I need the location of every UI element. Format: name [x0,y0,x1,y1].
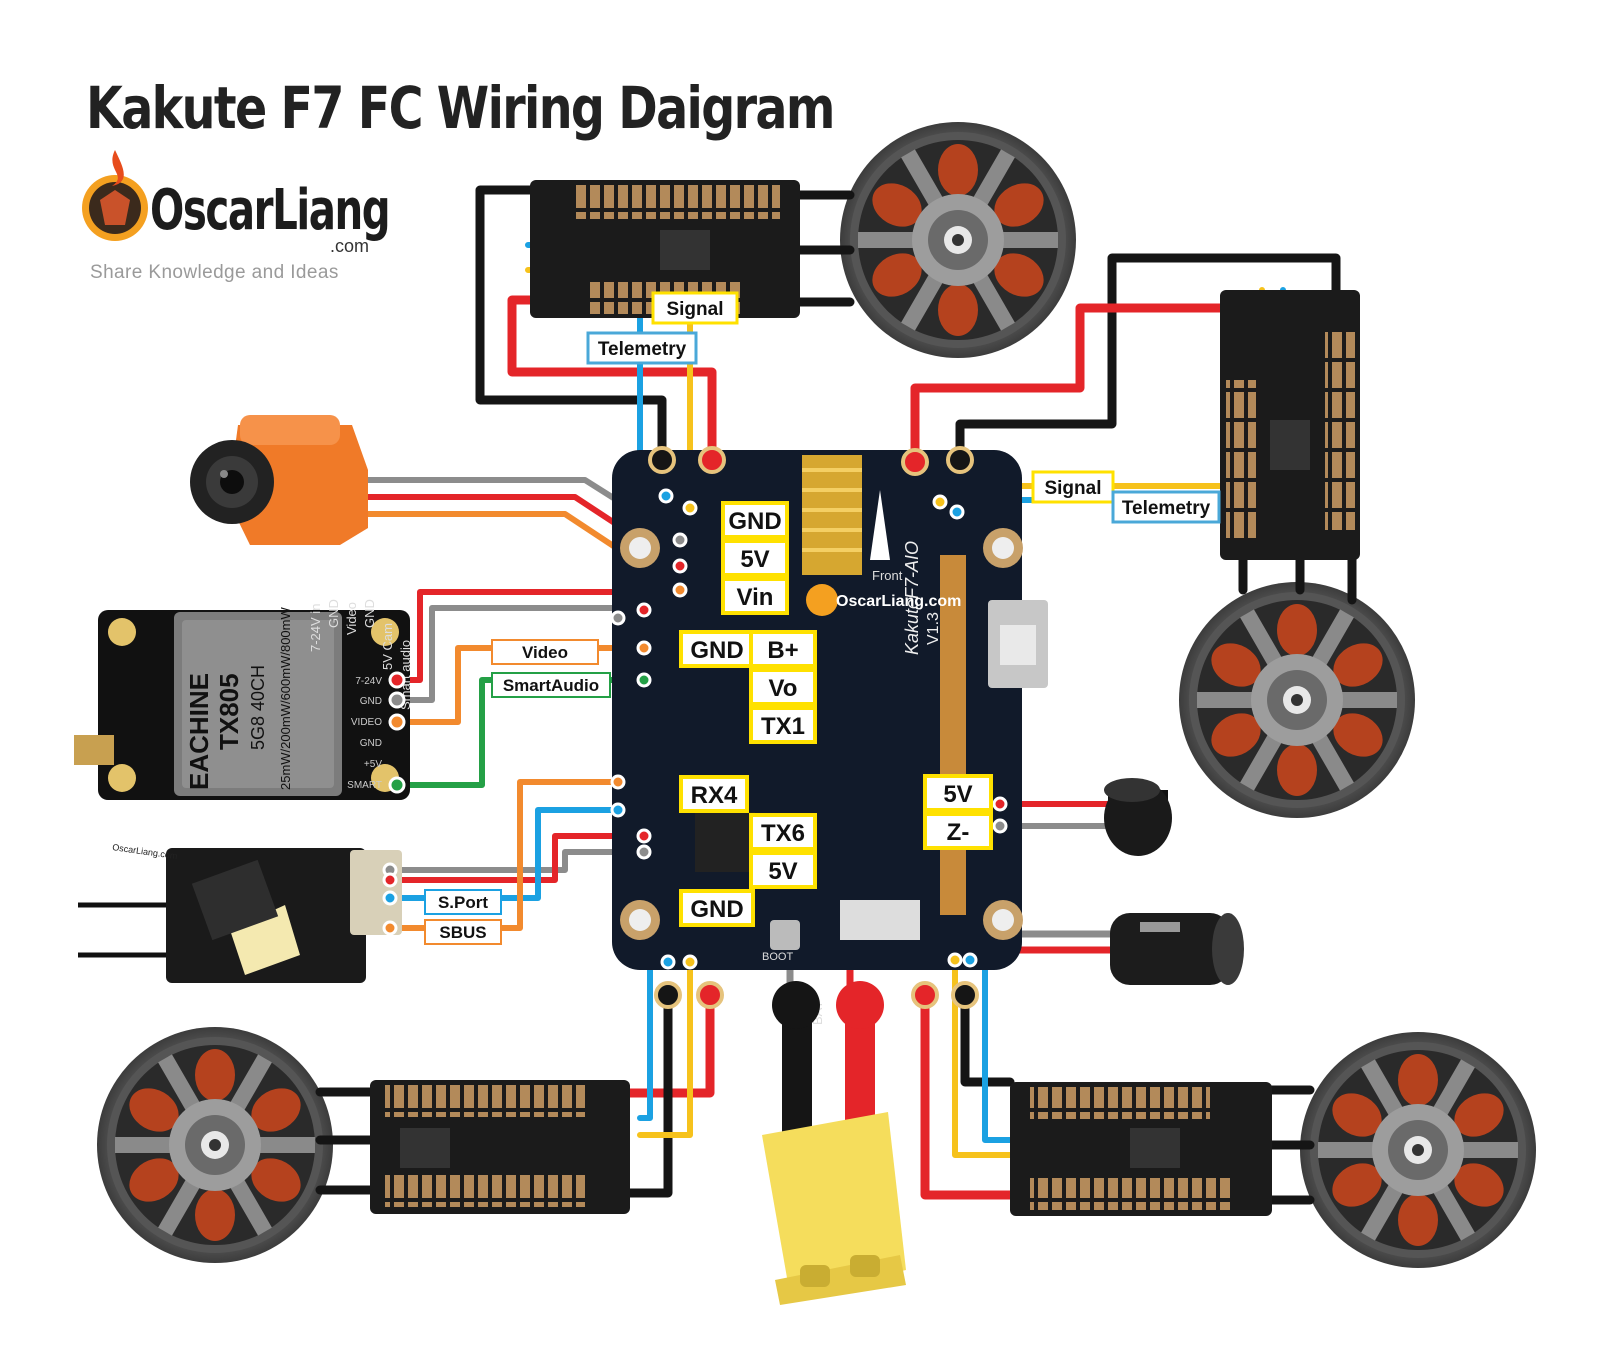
esc-right-signal-label: Signal [1031,470,1115,504]
pad-vin: Vin [737,584,774,611]
pad-rx4: RX4 [691,782,738,809]
vtx-pin-label: Smart audio [398,640,413,710]
camera-icon [190,415,368,545]
board-name: KakuteF7-AIO [902,541,922,655]
board-version: V1.3 [925,612,942,645]
pad-gnd-top: GND [728,508,781,535]
vtx-model: TX805 [214,673,244,750]
smartaudio-wire-label: SmartAudio [491,672,611,698]
xt60-connector-icon [762,981,906,1305]
motor-phase-wires [315,190,1357,1205]
pad-5v-bottom: 5V [768,858,797,885]
pad-buzzer-5v: 5V [943,781,972,808]
fc-solder-pads [648,446,979,1009]
fc-signal-pads [610,488,1008,970]
esc-right-telemetry-label: Telemetry [1111,490,1221,524]
sbus-wire-label: SBUS [424,919,502,945]
pad-gnd-bottom: GND [690,896,743,923]
vtx-pin-label: Video [344,602,359,635]
capacitor-icon [1110,913,1244,985]
esc-top-left [530,180,800,318]
motor-bottom-left-icon [97,1027,333,1263]
sport-wire-text: S.Port [438,893,488,912]
receiver-brand: OscarLiang.com [112,842,178,861]
video-wire-text: Video [522,643,568,662]
vtx-pin-label: 5V Cam [380,623,395,670]
brand-tagline: Share Knowledge and Ideas [90,262,339,283]
vtx-pin-label: GND [326,599,341,628]
pad-gnd-mid: GND [690,637,743,664]
esc-top-signal-label: Signal [651,291,739,325]
board-brand-text: OscarLiang.com [836,593,961,610]
vtx-pin-short: +5V [364,759,382,770]
pad-5v-top: 5V [740,546,769,573]
pad-tx6: TX6 [761,820,805,847]
brand-name: OscarLiang [150,178,391,243]
esc-bottom-left [370,1080,630,1214]
esc-bottom-right [1010,1082,1272,1216]
vtx-brand: EACHINE [184,673,214,790]
vtx-pin-label: GND [362,599,377,628]
pad-bplus: B+ [767,637,798,664]
fc-pad-labels: GND 5V Vin GND B+ Vo TX1 RX4 TX6 5V GND … [679,501,993,927]
pad-vo: Vo [769,675,798,702]
vtx-pin-short: SMART [347,780,382,791]
brand-suffix: .com [330,236,370,256]
board-boot-text: BOOT [762,951,793,963]
smartaudio-wire-text: SmartAudio [503,676,599,695]
flight-controller-board: Front KakuteF7-AIO V1.3 OscarLiang.com B… [612,450,1048,1025]
sport-wire-label: S.Port [424,889,502,915]
vtx-pin-short: 7-24V [355,676,382,687]
vtx-module: EACHINE TX805 5G8 40CH 25mW/200mW/600mW/… [74,599,413,800]
brand-logo-icon [82,150,148,241]
esc-top-telemetry-text: Telemetry [598,339,687,360]
esc-right-telemetry-text: Telemetry [1122,498,1211,519]
sbus-wire-text: SBUS [439,923,486,942]
motor-top-icon [840,122,1076,358]
motor-right-icon [1179,582,1415,818]
vtx-power: 25mW/200mW/600mW/800mW [278,607,293,790]
buzzer-icon [1104,778,1172,856]
page-title: Kakute F7 FC Wiring Daigram [86,74,835,142]
vtx-pin-short: GND [360,696,382,707]
pad-tx1: TX1 [761,713,805,740]
board-front-text: Front [872,568,903,583]
esc-top-signal-text: Signal [666,299,723,320]
vtx-pin-label: 7-24V in [308,604,323,652]
vtx-pin-short: GND [360,738,382,749]
esc-right [1220,290,1360,560]
vtx-pin-short: VIDEO [351,717,382,728]
esc-right-signal-text: Signal [1044,478,1101,499]
vtx-band: 5G8 40CH [248,665,268,750]
pad-buzzer-z: Z- [947,819,970,846]
motor-bottom-right-icon [1300,1032,1536,1268]
receiver-module: OscarLiang.com [78,842,402,983]
video-wire-label: Video [491,639,599,665]
esc-top-telemetry-label: Telemetry [586,331,698,365]
